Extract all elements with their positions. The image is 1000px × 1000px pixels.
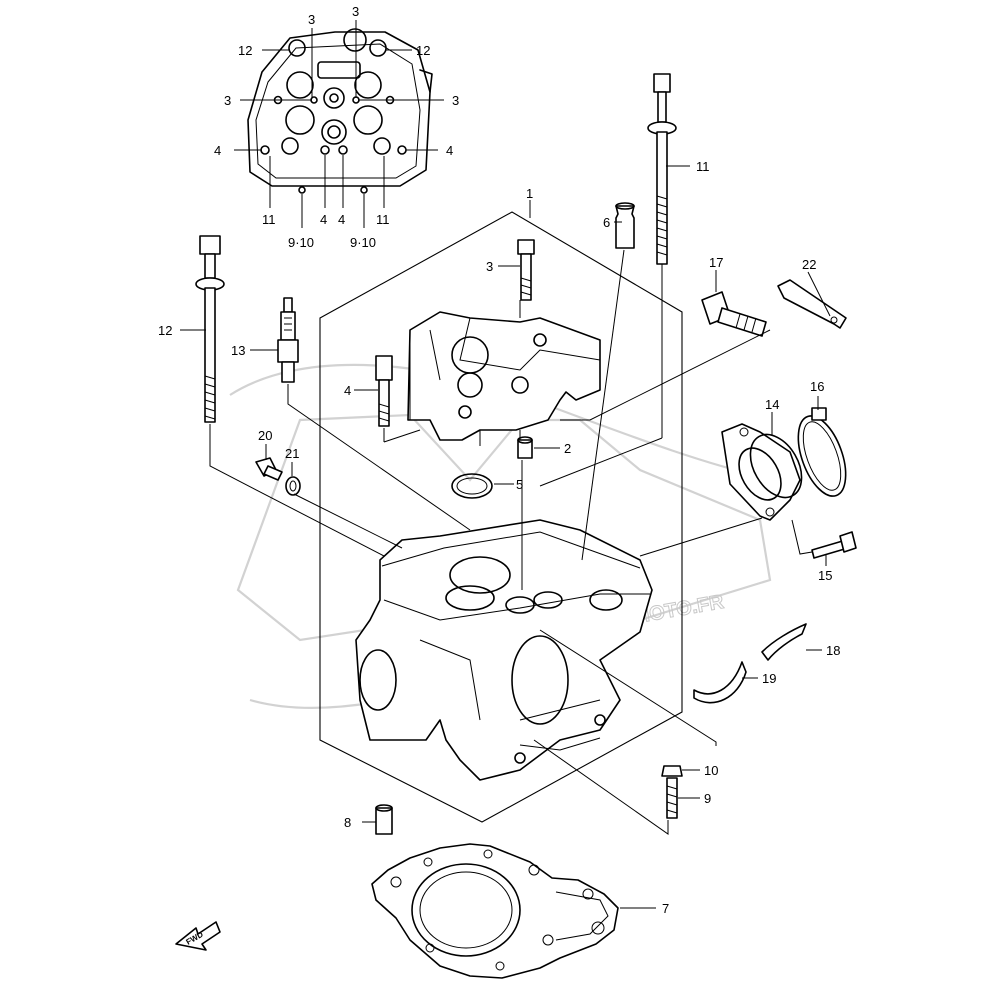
callout-18: 18 xyxy=(826,643,840,658)
callout-4: 4 xyxy=(214,143,221,158)
assembly-frame xyxy=(319,211,683,823)
stud-bolt-12 xyxy=(195,235,225,423)
nut-10 xyxy=(661,765,683,777)
callout-3: 3 xyxy=(352,4,359,19)
callout-13: 13 xyxy=(231,343,245,358)
dowel-pin-2 xyxy=(517,436,533,459)
callout-9-10: 9·10 xyxy=(288,235,314,250)
callout-16: 16 xyxy=(810,379,824,394)
valve-guide-6 xyxy=(615,202,635,249)
callout-9: 9 xyxy=(704,791,711,806)
bolt-20 xyxy=(255,457,283,481)
callout-4: 4 xyxy=(320,212,327,227)
callout-20: 20 xyxy=(258,428,272,443)
callout-12: 12 xyxy=(416,43,430,58)
callout-3: 3 xyxy=(452,93,459,108)
bolt-17 xyxy=(701,291,767,337)
camshaft-holder xyxy=(407,311,601,446)
callout-15: 15 xyxy=(818,568,832,583)
washer-21 xyxy=(285,476,301,496)
dowel-pin-8 xyxy=(375,804,393,835)
callout-3: 3 xyxy=(308,12,315,27)
callout-19: 19 xyxy=(762,671,776,686)
top-leaders xyxy=(234,20,444,228)
callout-3: 3 xyxy=(224,93,231,108)
callout-11: 11 xyxy=(696,159,710,174)
bolt-4 xyxy=(375,355,393,427)
callout-4: 4 xyxy=(344,383,351,398)
head-top-view xyxy=(247,28,433,194)
cap-arc-18 xyxy=(761,623,807,661)
callout-5: 5 xyxy=(516,477,523,492)
callout-8: 8 xyxy=(344,815,351,830)
callout-6: 6 xyxy=(603,215,610,230)
callout-12: 12 xyxy=(158,323,172,338)
callouts: 12 3 3 12 3 3 4 4 11 4 4 11 9·10 9·10 1 … xyxy=(158,4,840,916)
bolt-3 xyxy=(517,239,535,301)
bolt-15 xyxy=(811,531,857,559)
spark-plug-13 xyxy=(277,297,299,383)
callout-7: 7 xyxy=(662,901,669,916)
callout-4: 4 xyxy=(338,212,345,227)
main-leaders xyxy=(180,165,831,909)
gasket-7 xyxy=(371,843,619,979)
callout-2: 2 xyxy=(564,441,571,456)
callout-1: 1 xyxy=(526,186,533,201)
clamp-16 xyxy=(797,407,847,497)
stud-9 xyxy=(666,777,678,819)
callout-11: 11 xyxy=(262,212,276,227)
cap-arc-19 xyxy=(693,661,747,704)
callout-12: 12 xyxy=(238,43,252,58)
callout-17: 17 xyxy=(709,255,723,270)
stud-bolt-11 xyxy=(647,73,677,265)
cylinder-head xyxy=(355,519,653,781)
callout-21: 21 xyxy=(285,446,299,461)
callout-9-10: 9·10 xyxy=(350,235,376,250)
intake-pipe-14 xyxy=(721,423,803,521)
callout-11: 11 xyxy=(376,212,390,227)
bracket-22 xyxy=(777,279,847,329)
callout-10: 10 xyxy=(704,763,718,778)
o-ring-5 xyxy=(451,473,493,499)
callout-14: 14 xyxy=(765,397,779,412)
callout-3: 3 xyxy=(486,259,493,274)
callout-22: 22 xyxy=(802,257,816,272)
callout-4: 4 xyxy=(446,143,453,158)
fwd-arrow-icon: FWD xyxy=(175,921,221,951)
